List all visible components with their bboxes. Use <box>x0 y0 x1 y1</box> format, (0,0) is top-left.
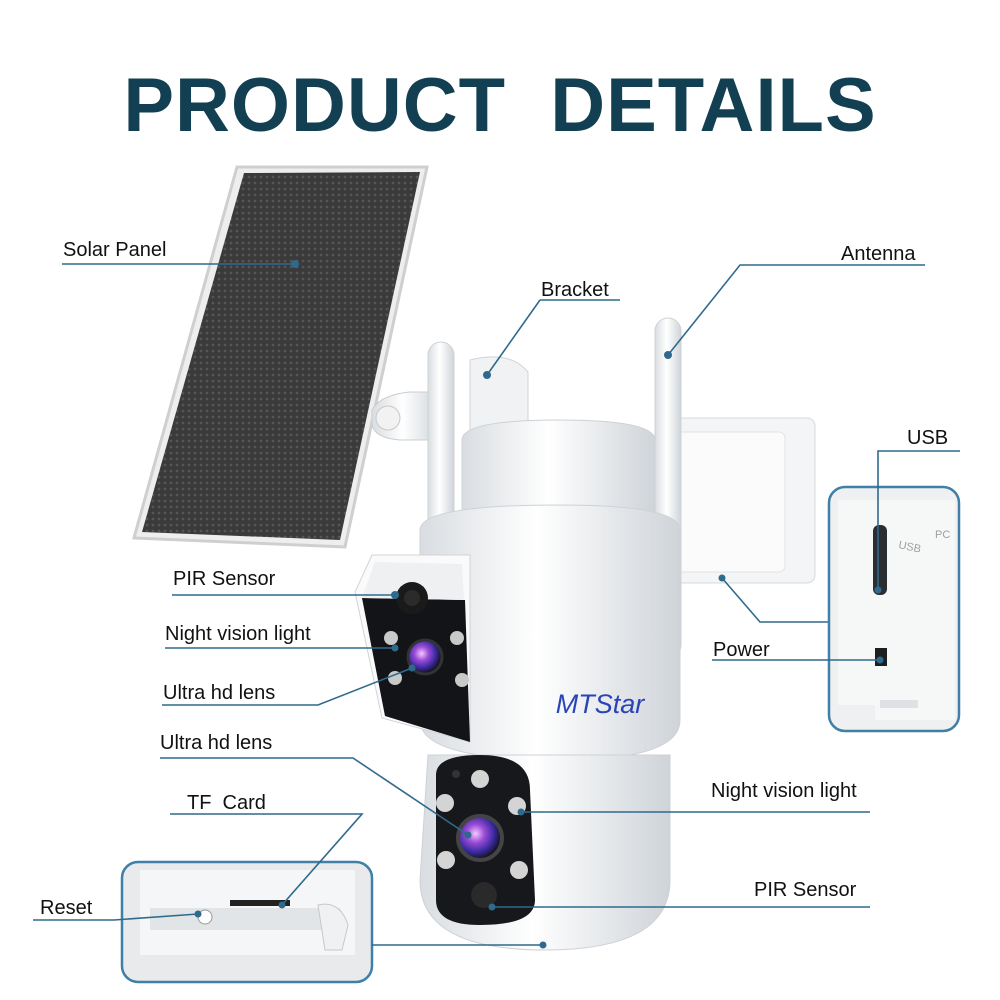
label-night-vision-top: Night vision light <box>165 623 311 645</box>
label-ultra-hd-lens-bottom: Ultra hd lens <box>160 732 273 754</box>
label-ultra-hd-lens-top: Ultra hd lens <box>163 682 276 704</box>
upper-camera-block <box>354 554 471 743</box>
label-pir-sensor-bottom: PIR Sensor <box>754 879 857 901</box>
usb-port-mark: USB <box>897 539 922 555</box>
label-reset: Reset <box>40 897 93 919</box>
solar-panel <box>132 165 429 549</box>
label-antenna: Antenna <box>841 243 916 265</box>
label-night-vision-bottom: Night vision light <box>711 780 857 802</box>
label-usb: USB <box>907 427 949 449</box>
page-title: PRODUCT DETAILS <box>123 63 877 148</box>
brand-logo: MTStar <box>556 689 646 719</box>
camera-upper-housing <box>419 419 681 761</box>
label-tf-card: TF Card <box>187 792 266 814</box>
pc-mark: PC <box>935 529 950 541</box>
label-solar-panel: Solar Panel <box>63 239 167 261</box>
usb-power-inset: USB PC <box>827 485 961 733</box>
leader-lines <box>33 263 960 946</box>
lower-dome <box>419 754 671 951</box>
leader-dots <box>194 260 884 949</box>
panel-mount <box>371 391 441 441</box>
tf-reset-inset <box>120 860 374 984</box>
label-pir-sensor-top: PIR Sensor <box>173 568 276 590</box>
label-bracket: Bracket <box>541 279 609 301</box>
label-power: Power <box>713 639 770 661</box>
wall-bracket <box>469 356 816 584</box>
